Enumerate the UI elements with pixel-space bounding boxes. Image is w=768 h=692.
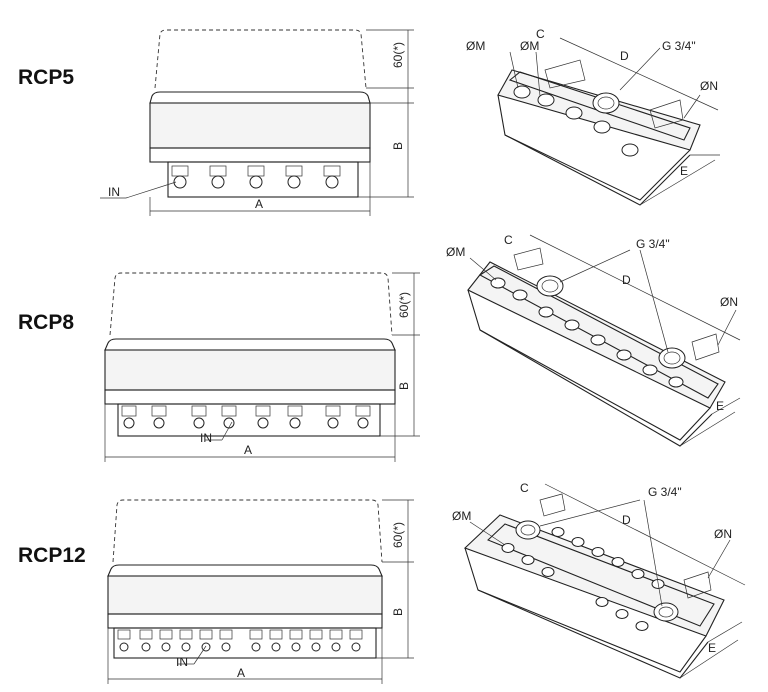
rcp8-width-label: A bbox=[244, 443, 252, 457]
rcp12-thread-label: G 3/4" bbox=[648, 485, 682, 499]
rcp12-height-label: B bbox=[391, 608, 405, 616]
rcp8-d-label: D bbox=[622, 273, 631, 287]
rcp8-inlet-label: IN bbox=[200, 431, 212, 445]
model-label-rcp12: RCP12 bbox=[18, 544, 86, 567]
rcp8-c-label: C bbox=[504, 233, 513, 247]
rcp8-dia-m-label: ØM bbox=[446, 245, 465, 259]
rcp12-dia-n-label: ØN bbox=[714, 527, 732, 541]
rcp5-side-view: 60(*) B A IN bbox=[100, 29, 414, 216]
rcp12-d-label: D bbox=[622, 513, 631, 527]
rcp5-thread-label: G 3/4" bbox=[662, 39, 696, 53]
rcp8-dia-n-label: ØN bbox=[720, 295, 738, 309]
rcp12-side-view: 60(*) B A IN bbox=[107, 499, 414, 684]
rcp5-dia-n-label: ØN bbox=[700, 79, 718, 93]
rcp5-inlet-label: IN bbox=[108, 185, 120, 199]
rcp8-cover-height-label: 60(*) bbox=[397, 292, 411, 318]
rcp5-side-connectors bbox=[171, 165, 341, 189]
rcp5-iso-fittings bbox=[513, 85, 639, 157]
rcp8-height-label: B bbox=[397, 382, 411, 390]
rcp5-dia-m-label: ØM bbox=[466, 39, 485, 53]
rcp8-side-connectors bbox=[121, 405, 371, 429]
rcp5-e-label: E bbox=[680, 164, 688, 178]
rcp5-dia-m-label-2: ØM bbox=[520, 39, 539, 53]
rcp12-dia-m-label: ØM bbox=[452, 509, 471, 523]
rcp12-iso-view: ØM C D G 3/4" ØN E bbox=[452, 481, 746, 679]
rcp8-iso-fittings bbox=[490, 275, 686, 388]
rcp5-height-label: B bbox=[391, 142, 405, 150]
rcp12-e-label: E bbox=[708, 641, 716, 655]
rcp12-side-connectors bbox=[117, 629, 363, 652]
rcp5-cover-height-label: 60(*) bbox=[391, 42, 405, 68]
rcp8-e-label: E bbox=[716, 399, 724, 413]
rcp12-width-label: A bbox=[237, 666, 245, 680]
rcp5-iso-view: ØM ØM C D G 3/4" ØN E bbox=[466, 27, 720, 206]
rcp8-iso-view: ØM C D G 3/4" ØN E bbox=[446, 233, 741, 447]
rcp8-side-view: 60(*) B A IN bbox=[104, 272, 420, 462]
rcp5-width-label: A bbox=[255, 197, 263, 211]
rcp12-inlet-label: IN bbox=[176, 655, 188, 669]
rcp5-d-label: D bbox=[620, 49, 629, 63]
rcp8-thread-label: G 3/4" bbox=[636, 237, 670, 251]
rcp5-c-label: C bbox=[536, 27, 545, 41]
rcp12-iso-fittings bbox=[501, 520, 679, 631]
model-label-rcp5: RCP5 bbox=[18, 66, 75, 89]
model-label-rcp8: RCP8 bbox=[18, 311, 75, 334]
rcp12-c-label: C bbox=[520, 481, 529, 495]
rcp12-cover-height-label: 60(*) bbox=[391, 522, 405, 548]
